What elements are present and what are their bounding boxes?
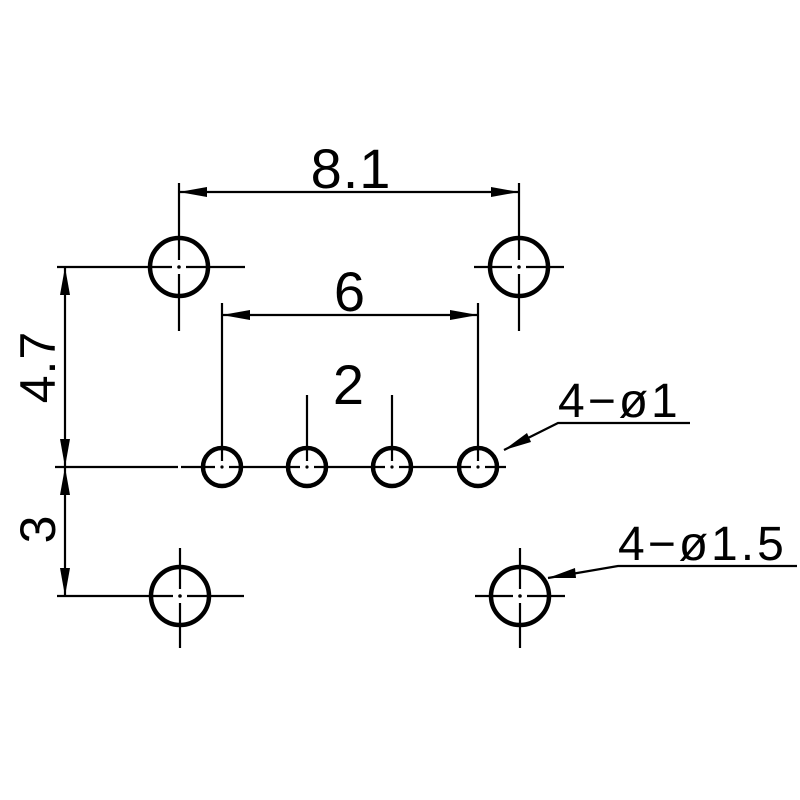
dimension-text-2: 2 — [333, 353, 365, 416]
center-dot — [476, 465, 480, 469]
center-dot — [305, 465, 309, 469]
dimension-3: 3 — [10, 467, 70, 596]
dimension-text-6: 6 — [334, 260, 366, 323]
arrowhead-right — [491, 187, 519, 197]
centerline-top-left — [57, 183, 245, 331]
arrowhead-top — [60, 267, 70, 295]
extension-lines — [220, 303, 480, 461]
arrowhead-left — [179, 187, 207, 197]
dimension-text-8-1: 8.1 — [311, 137, 392, 200]
hole-large-top-left — [147, 235, 211, 299]
dimension-8-1: 8.1 — [179, 137, 519, 200]
hole-large-top-right — [487, 235, 551, 299]
dimension-4-7: 4.7 — [10, 267, 178, 469]
centerline-bottom-right — [475, 548, 565, 648]
center-dot — [518, 594, 522, 598]
dimension-text-3: 3 — [10, 515, 66, 544]
centerlines — [57, 183, 565, 648]
center-dot — [390, 465, 394, 469]
hole-large-bottom-right — [488, 564, 552, 628]
extension-lines — [305, 395, 394, 461]
dimension-2: 2 — [305, 353, 394, 461]
label-large-holes: 4−ø1.5 — [547, 518, 797, 580]
center-dot — [220, 465, 224, 469]
leader-arrowhead — [548, 568, 576, 578]
arrowhead-right — [450, 310, 478, 320]
leader-arrowhead — [504, 433, 531, 450]
center-dots — [177, 265, 522, 598]
label-text-large-holes: 4−ø1.5 — [618, 518, 787, 571]
center-dot — [517, 265, 521, 269]
center-dot — [177, 265, 181, 269]
dimension-6: 6 — [220, 260, 480, 461]
hole-large-bottom-left — [148, 564, 212, 628]
arrowhead-left — [222, 310, 250, 320]
arrowhead-top — [60, 467, 70, 495]
centerline-top-right — [474, 183, 564, 331]
center-dot — [178, 594, 182, 598]
holes-large — [147, 235, 552, 628]
label-text-small-holes: 4−ø1 — [558, 375, 681, 428]
arrowhead-bottom — [60, 568, 70, 596]
dimension-text-4-7: 4.7 — [10, 331, 66, 404]
label-small-holes: 4−ø1 — [503, 375, 690, 451]
arrowhead-bottom — [60, 439, 70, 467]
